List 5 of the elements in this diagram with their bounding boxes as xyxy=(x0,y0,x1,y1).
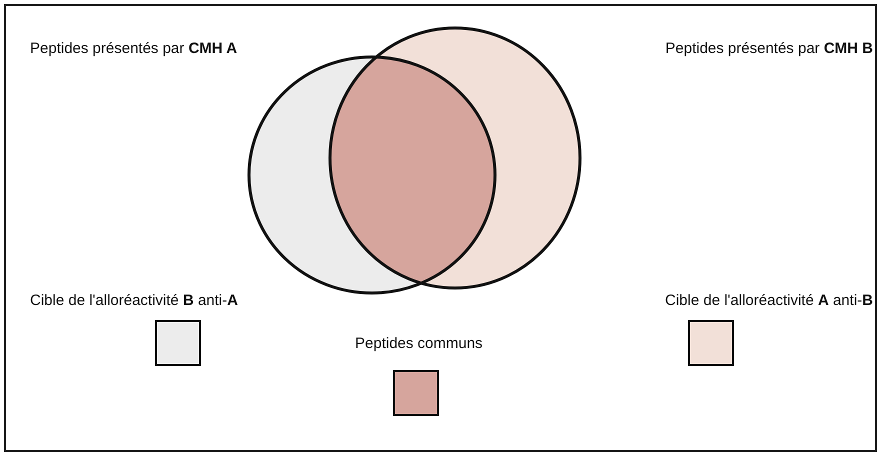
legend-text: Peptides communs xyxy=(355,335,483,352)
legend-text: Cible de l'alloréactivité A anti-B xyxy=(665,292,873,309)
circle-heading: Peptides présentés par CMH B xyxy=(665,40,873,57)
circle-heading: Peptides présentés par CMH A xyxy=(30,40,238,57)
legend-text: Cible de l'alloréactivité B anti-A xyxy=(30,292,238,309)
